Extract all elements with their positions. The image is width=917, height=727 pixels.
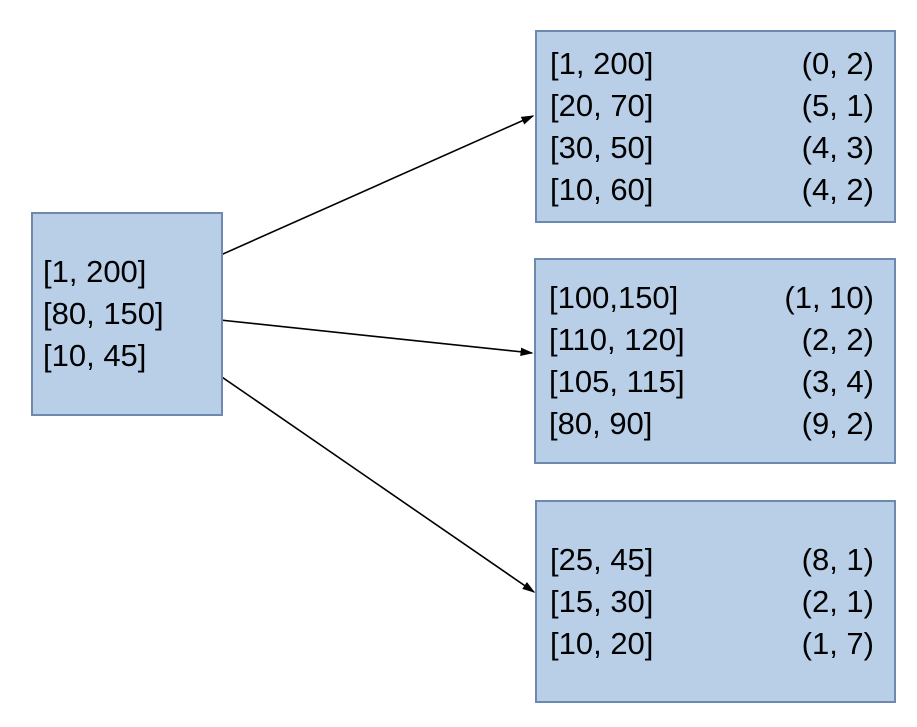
tuple-text: (4, 3) (801, 129, 874, 165)
tuple-text: (1, 10) (784, 280, 874, 315)
source-intervals-box: [1, 200] [80, 150] [10, 45] (31, 212, 223, 416)
tuple-text: (9, 2) (801, 406, 874, 441)
tuple-text: (8, 1) (801, 541, 874, 577)
interval-text: [20, 70] (550, 87, 654, 123)
tuple-text: (2, 2) (801, 322, 874, 357)
tuple-text: (3, 4) (801, 364, 874, 399)
mapping-row: [80, 90] (9, 2) (536, 403, 894, 445)
mapping-row: [110, 120] (2, 2) (536, 319, 894, 361)
mapping-row: [10, 20] (1, 7) (537, 623, 894, 665)
target-box-1: [1, 200] (0, 2) [20, 70] (5, 1) [30, 50]… (535, 30, 896, 223)
tuple-text: (5, 1) (801, 87, 874, 123)
mapping-row: [10, 60] (4, 2) (537, 169, 894, 211)
interval-text: [10, 20] (550, 625, 654, 661)
tuple-text: (0, 2) (801, 45, 874, 81)
mapping-row: [25, 45] (8, 1) (537, 539, 894, 581)
target-box-2: [100,150] (1, 10) [110, 120] (2, 2) [105… (534, 258, 896, 464)
arrow-lines (186, 115, 536, 593)
target-box-3: [25, 45] (8, 1) [15, 30] (2, 1) [10, 20]… (535, 500, 896, 703)
tuple-text: (1, 7) (801, 625, 874, 661)
mapping-row: [20, 70] (5, 1) (537, 85, 894, 127)
interval-text: [10, 60] (550, 171, 654, 207)
interval-text: [1, 200] (550, 45, 654, 81)
mapping-row: [30, 50] (4, 3) (537, 127, 894, 169)
mapping-row: [1, 200] (0, 2) (537, 43, 894, 85)
source-interval-text: [80, 150] (43, 296, 164, 331)
interval-text: [80, 90] (549, 406, 653, 441)
tuple-text: (4, 2) (801, 171, 874, 207)
source-interval-text: [1, 200] (43, 254, 147, 289)
interval-text: [100,150] (549, 280, 679, 315)
arrow-1 (186, 115, 535, 271)
mapping-row: [15, 30] (2, 1) (537, 581, 894, 623)
interval-text: [110, 120] (549, 322, 685, 357)
interval-text: [15, 30] (550, 583, 654, 619)
interval-text: [25, 45] (550, 541, 654, 577)
source-interval-text: [10, 45] (43, 338, 147, 373)
interval-text: [105, 115] (549, 364, 685, 399)
arrow-3 (186, 352, 536, 593)
arrow-2 (200, 317, 534, 356)
mapping-row: [105, 115] (3, 4) (536, 361, 894, 403)
tuple-text: (2, 1) (801, 583, 874, 619)
mapping-row: [100,150] (1, 10) (536, 277, 894, 319)
interval-text: [30, 50] (550, 129, 654, 165)
